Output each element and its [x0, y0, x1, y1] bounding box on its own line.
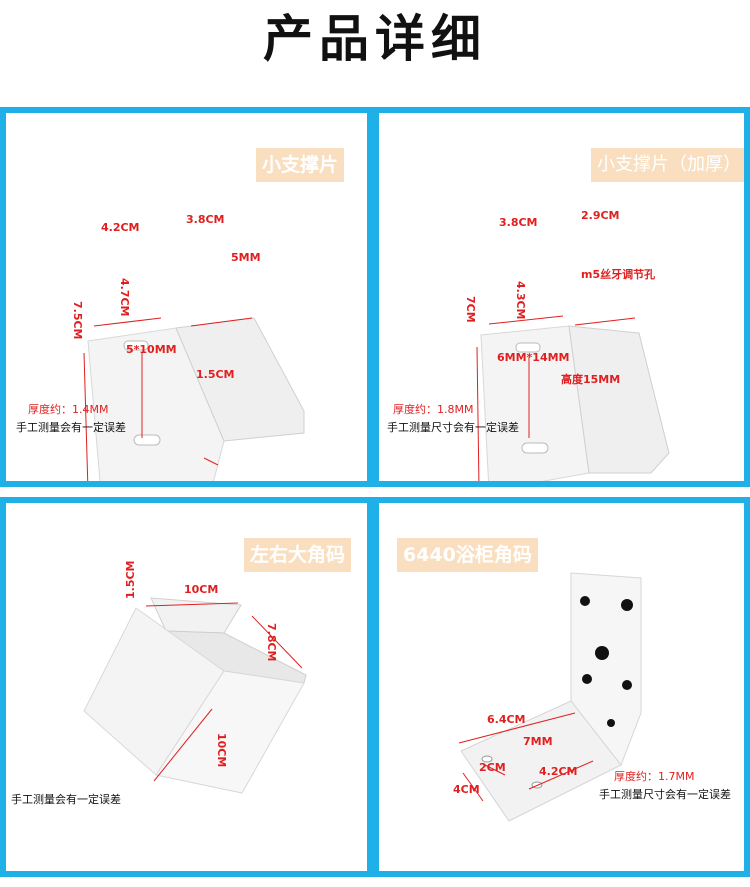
dim-hole: m5丝牙调节孔 — [581, 268, 656, 281]
dim-height: 10CM — [215, 733, 228, 768]
dim-width-a: 3.8CM — [499, 216, 538, 229]
measurement-disclaimer: 手工测量会有一定误差 — [11, 793, 121, 806]
small-support-bracket-image — [83, 317, 305, 481]
measurement-disclaimer: 手工测量尺寸会有一定误差 — [599, 788, 731, 801]
product-tag: 左右大角码 — [244, 538, 352, 572]
dim-width-b: 3.8CM — [186, 213, 225, 226]
page-title: 产品详细 — [263, 10, 487, 68]
dim-hole: 7MM — [523, 735, 553, 748]
product-panel-6440-corner: 6440浴柜角码 6.4CM 7MM 2CM 4.2CM 4CM 厚度约：1.7… — [373, 497, 750, 877]
measurement-disclaimer: 手工测量会有一定误差 — [16, 421, 126, 434]
dim-fold: 1.5CM — [196, 368, 235, 381]
dim-hole: 5MM — [231, 251, 261, 264]
dim-hole-gap: 2CM — [479, 761, 506, 774]
thick-support-bracket-image — [476, 315, 670, 481]
dim-fold: 高度15MM — [561, 373, 621, 386]
thickness-note: 厚度约：1.7MM — [614, 770, 695, 783]
dim-edge: 1.5CM — [124, 560, 137, 599]
measurement-disclaimer: 手工测量尺寸会有一定误差 — [387, 421, 519, 434]
cabinet-corner-bracket-image — [458, 572, 642, 822]
dim-slot-span: 4.3CM — [514, 281, 527, 320]
dim-height: 7CM — [464, 296, 477, 323]
thickness-note: 厚度约：1.8MM — [393, 403, 474, 416]
product-tag: 6440浴柜角码 — [397, 538, 538, 572]
dim-width-a: 4.2CM — [101, 221, 140, 234]
dim-depth: 7.8CM — [265, 623, 278, 662]
dim-slot-span: 4.7CM — [118, 278, 131, 317]
product-tag: 小支撑片 — [256, 148, 345, 182]
thickness-note: 厚度约：1.4MM — [28, 403, 109, 416]
dim-width-b: 2.9CM — [581, 209, 620, 222]
dim-slot: 6MM*14MM — [497, 351, 570, 364]
dim-base: 4.2CM — [539, 765, 578, 778]
dim-length: 6.4CM — [487, 713, 526, 726]
product-panel-large-corner: 左右大角码 1.5CM 10CM 7.8CM 10CM 手工测量会有一定误差 — [0, 497, 373, 877]
dim-height: 7.5CM — [71, 301, 84, 340]
large-corner-bracket-image — [83, 597, 307, 794]
product-tag: 小支撑片（加厚） — [591, 148, 744, 182]
dim-top: 10CM — [184, 583, 219, 596]
product-panel-small-support-thick: 小支撑片（加厚） 3.8CM 2.9CM m5丝牙调节孔 4.3CM 7CM 6… — [373, 107, 750, 487]
product-panel-small-support: 小支撑片 4.2CM 3.8CM 5MM 4.7CM 7.5CM 5*10MM … — [0, 107, 373, 487]
dim-slot: 5*10MM — [126, 343, 177, 356]
dim-width: 4CM — [453, 783, 480, 796]
